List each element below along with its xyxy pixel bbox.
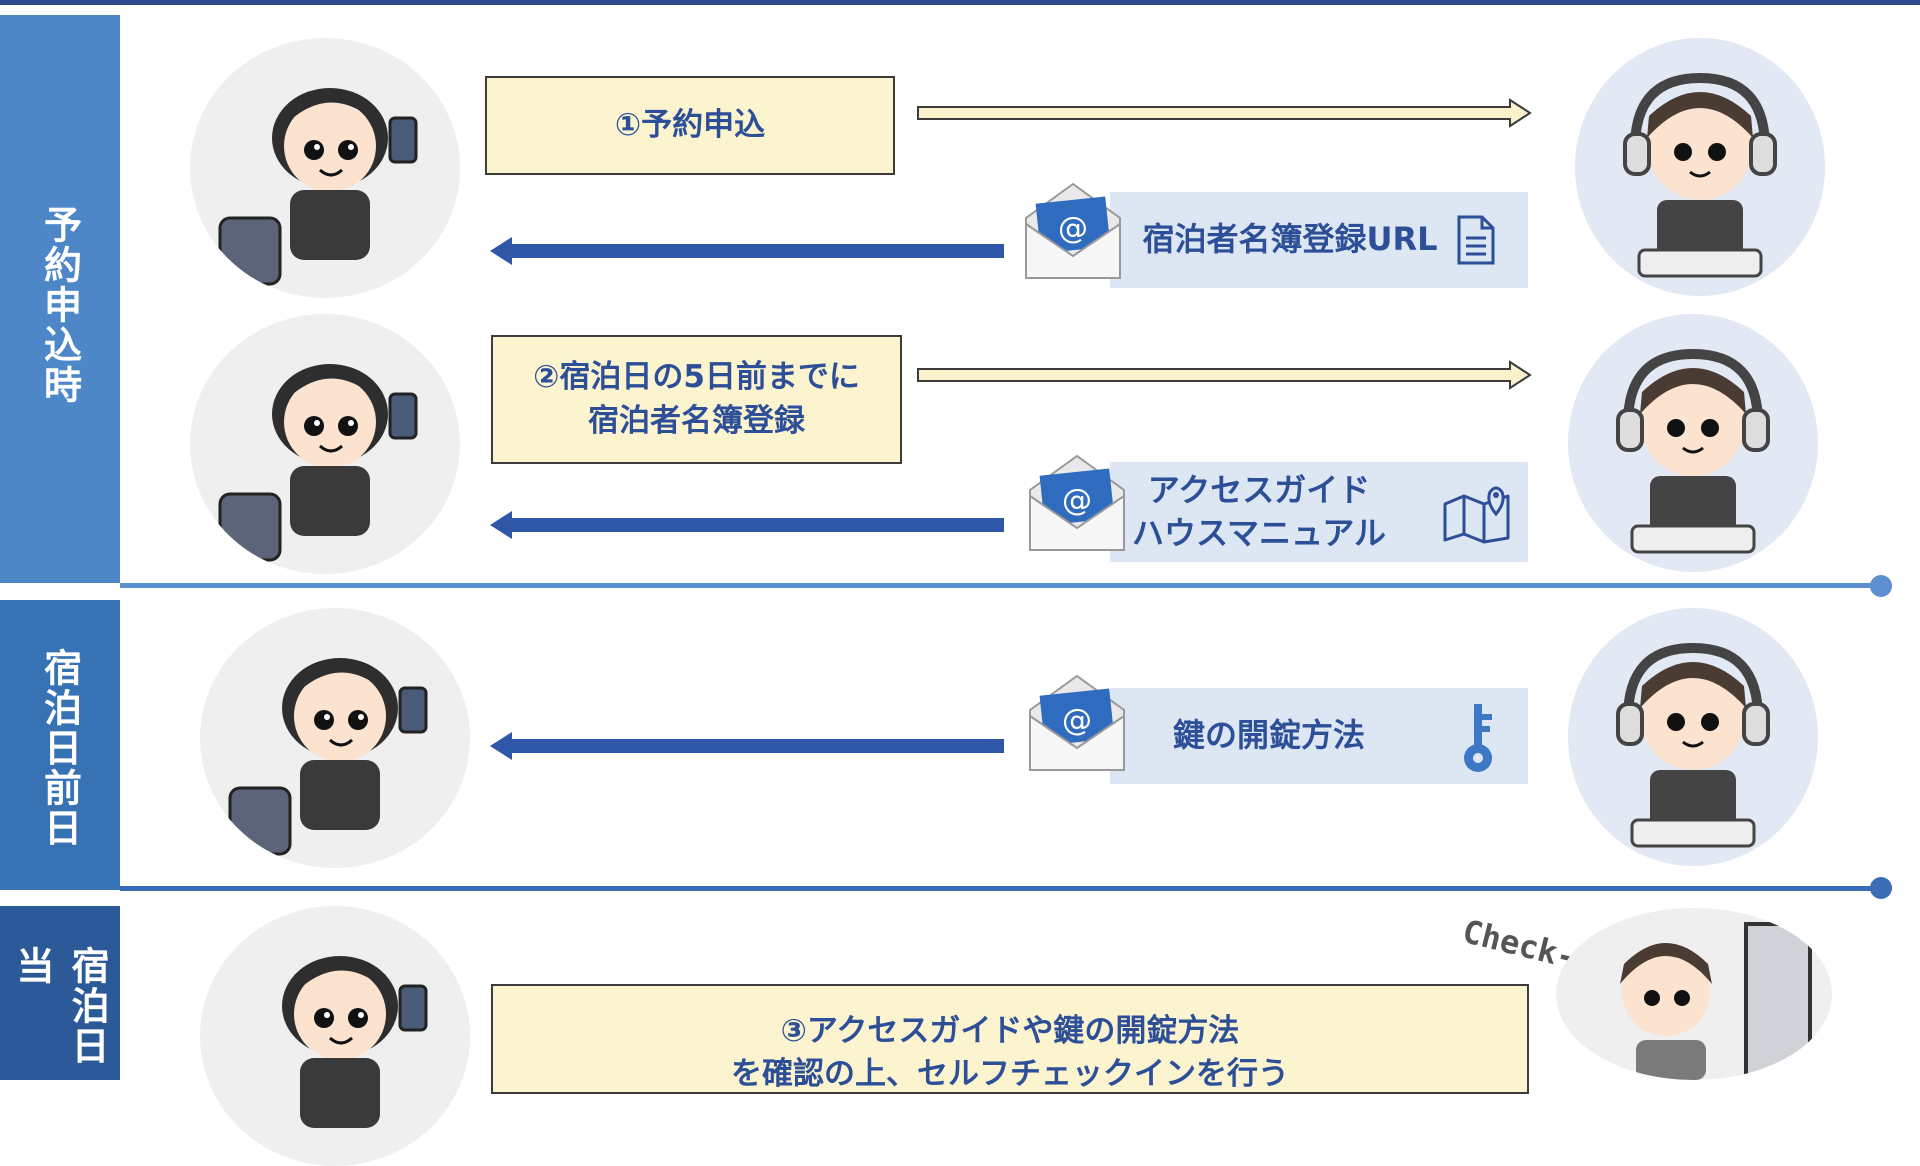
staff-avatar	[1568, 314, 1818, 572]
step3-text-line1: ③アクセスガイドや鍵の開錠方法	[780, 1013, 1240, 1049]
section-label-stay-day: 宿泊日当	[10, 946, 109, 1066]
guest-avatar	[200, 906, 470, 1166]
email-registration-url-box: 宿泊者名簿登録URL	[1110, 192, 1528, 288]
section-divider	[120, 886, 1880, 891]
step1-box: ①予約申込	[485, 76, 895, 175]
staff-avatar	[1568, 608, 1818, 866]
svg-text:@: @	[1062, 703, 1092, 738]
door-icon	[1744, 922, 1812, 1080]
email-house-manual-text: ハウスマニュアル	[1131, 514, 1387, 552]
document-icon	[1457, 215, 1495, 265]
email-unlock-method-box: 鍵の開錠方法	[1110, 688, 1528, 784]
section-stay-day: 宿泊日当	[0, 906, 120, 1080]
arrow-left-unlock-method	[490, 732, 1004, 760]
section-reservation: 予約申込時	[0, 15, 120, 583]
step1-text: ①予約申込	[614, 106, 766, 143]
email-envelope-icon: @	[1029, 454, 1125, 551]
section-label-reservation: 予約申込時	[37, 205, 82, 405]
top-border	[0, 0, 1920, 5]
arrow-left-access-guide	[490, 511, 1004, 539]
map-pin-icon	[1443, 486, 1510, 544]
section-label-day-before: 宿泊日前日	[37, 648, 82, 848]
email-envelope-icon: @	[1025, 182, 1121, 279]
email-envelope-icon: @	[1029, 674, 1125, 771]
email-registration-url-text: 宿泊者名簿登録URL	[1142, 220, 1438, 259]
guest-avatar	[190, 314, 460, 574]
section-day-before: 宿泊日前日	[0, 600, 120, 890]
checkin-guest-avatar	[1556, 908, 1832, 1080]
step2-box: ②宿泊日の5日前までに 宿泊者名簿登録	[491, 335, 902, 464]
step2-text-line1: ②宿泊日の5日前までに	[533, 359, 860, 396]
arrow-right-step1	[917, 98, 1532, 128]
svg-text:@: @	[1058, 211, 1088, 246]
svg-text:@: @	[1062, 483, 1092, 518]
staff-avatar	[1575, 38, 1825, 296]
arrow-left-registration-url	[490, 237, 1004, 265]
section-divider	[120, 583, 1880, 588]
guest-avatar	[190, 38, 460, 298]
step3-text-line2: を確認の上、セルフチェックインを行う	[731, 1056, 1289, 1093]
section-divider-dot	[1870, 877, 1892, 899]
guest-avatar	[200, 608, 470, 868]
key-icon	[1464, 704, 1492, 772]
section-divider-dot	[1870, 575, 1892, 597]
step3-box: ③アクセスガイドや鍵の開錠方法 を確認の上、セルフチェックインを行う	[491, 984, 1529, 1094]
email-unlock-method-text: 鍵の開錠方法	[1172, 716, 1365, 755]
arrow-right-step2	[917, 360, 1532, 390]
step2-text-line2: 宿泊者名簿登録	[588, 402, 805, 439]
email-access-guide-text: アクセスガイド	[1147, 470, 1371, 509]
email-access-guide-box: アクセスガイド ハウスマニュアル	[1110, 462, 1528, 562]
